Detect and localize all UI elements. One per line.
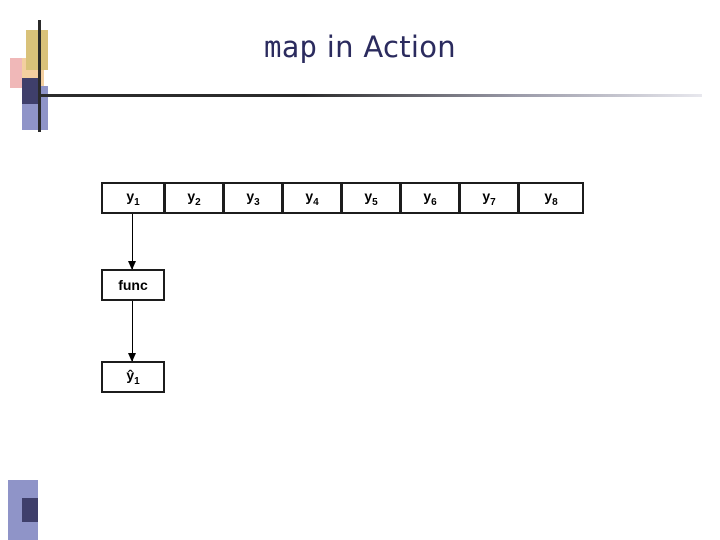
sequence-cell-7: y7 [459,182,519,214]
func-box-label: func [118,277,148,293]
arrowhead-down-icon-2 [128,353,136,362]
deco-square-navy [22,78,38,104]
arrow-func-to-result [128,301,136,362]
cell-label-4: y4 [305,188,319,208]
slide-title: map in Action [0,30,720,65]
sequence-cell-1: y1 [101,182,165,214]
cell-label-7: y7 [482,188,496,208]
cell-label-1: y1 [126,188,140,208]
cell-subscript-5: 5 [372,196,378,208]
cell-subscript-7: 7 [490,196,496,208]
sequence-cell-6: y6 [400,182,460,214]
decorative-bottom-blocks [8,480,48,540]
sequence-cell-4: y4 [282,182,342,214]
cell-subscript-6: 6 [431,196,437,208]
cell-label-8: y8 [544,188,558,208]
slide-title-mono: map [264,30,318,64]
func-box: func [101,269,165,301]
cell-subscript-2: 2 [195,196,201,208]
arrowhead-down-icon [128,261,136,270]
cell-subscript-1: 1 [134,196,140,208]
cell-subscript-3: 3 [254,196,260,208]
cell-label-3: y3 [246,188,260,208]
deco-bottom-square-navy [22,498,38,522]
cell-label-2: y2 [187,188,201,208]
title-underline-rule [38,94,702,97]
result-cell: ŷ1 [101,361,165,393]
cell-subscript-4: 4 [313,196,319,208]
cell-label-5: y5 [364,188,378,208]
sequence-cell-8: y8 [518,182,584,214]
sequence-cell-2: y2 [164,182,224,214]
deco-square-gold [26,30,48,70]
result-cell-subscript: 1 [134,375,140,387]
sequence-cell-3: y3 [223,182,283,214]
cell-label-6: y6 [423,188,437,208]
slide-title-rest: in Action [317,30,456,64]
sequence-cell-5: y5 [341,182,401,214]
result-cell-label: ŷ1 [126,367,140,387]
decorative-corner-blocks [0,0,70,140]
deco-vertical-rule [38,20,41,132]
arrow-cell-to-func [128,214,136,270]
cell-subscript-8: 8 [552,196,558,208]
